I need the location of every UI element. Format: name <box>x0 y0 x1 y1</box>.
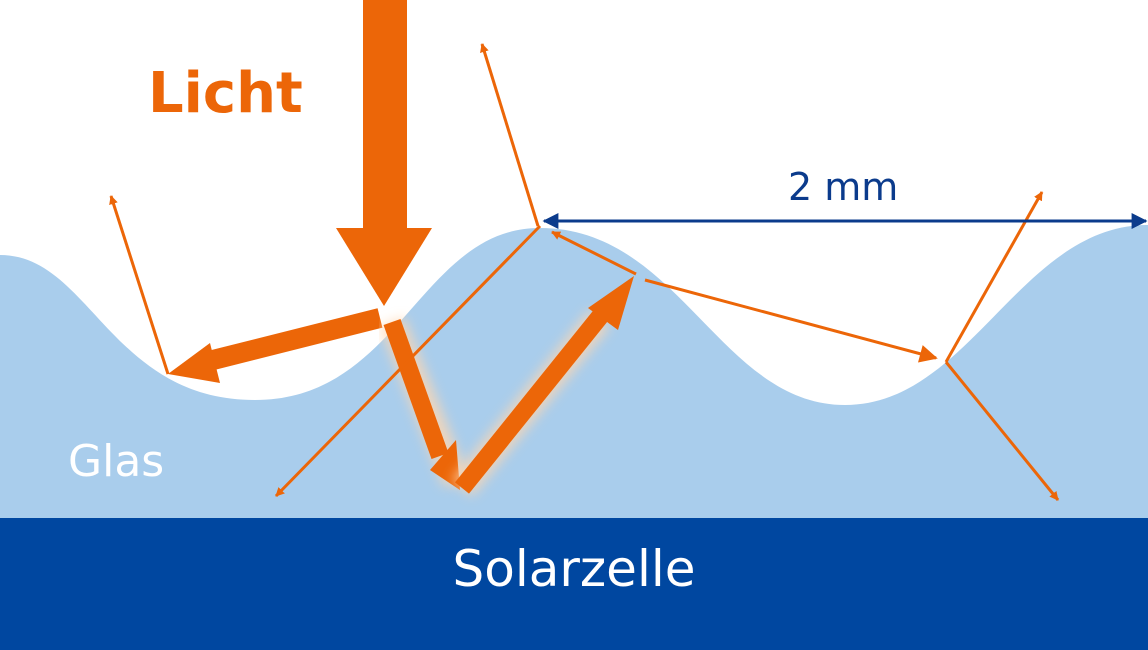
refracted-light-path <box>379 276 634 497</box>
ray-back-to-peak <box>551 230 637 276</box>
ray-across-valley <box>644 278 938 363</box>
glass-layer <box>0 225 1148 520</box>
light-label: Licht <box>148 61 303 126</box>
ray-peak-down-left <box>274 224 542 498</box>
ray-down-right <box>944 361 1060 501</box>
glass-label: Glas <box>68 436 165 487</box>
reflected-light-arrow <box>168 308 383 383</box>
dimension-label: 2 mm <box>788 165 899 209</box>
incident-light-arrow <box>336 0 432 306</box>
ray-to-peak <box>480 43 540 227</box>
solar-cell <box>0 518 1148 650</box>
solar-cell-label: Solarzelle <box>452 540 696 598</box>
ray-up-left <box>109 195 170 375</box>
